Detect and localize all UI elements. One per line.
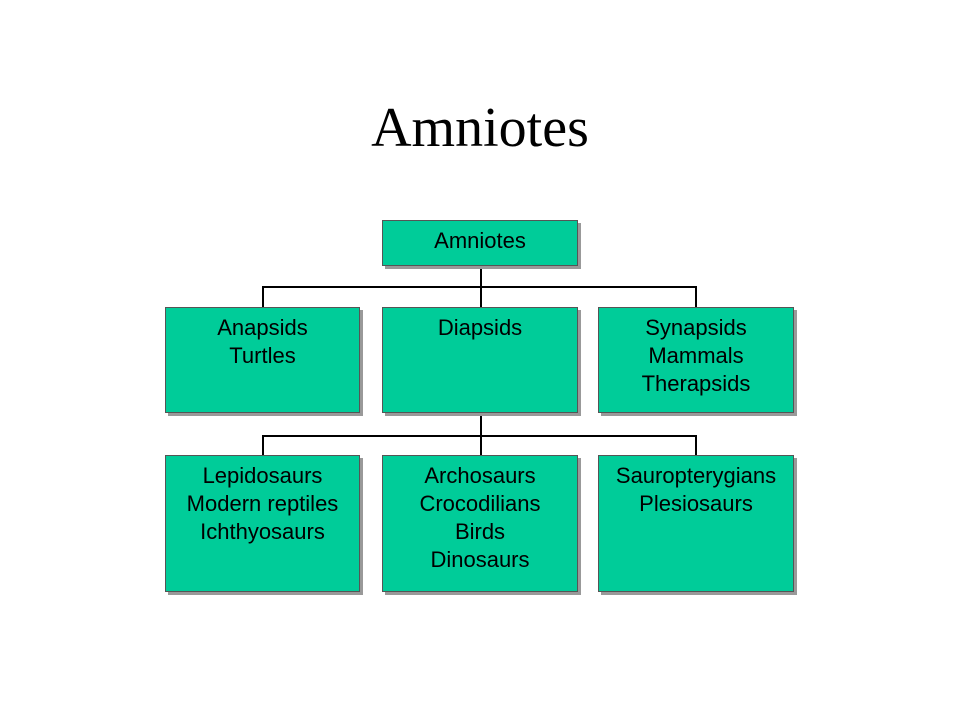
node-lepidosaurs-label-0: Lepidosaurs	[202, 463, 323, 488]
node-sauropterygians-label-0: Sauropterygians	[615, 463, 777, 488]
node-amniotes: Amniotes	[382, 220, 578, 266]
connector-diapsids-drop	[480, 286, 482, 307]
node-archosaurs-label-1: Crocodilians	[419, 491, 541, 516]
node-archosaurs-label-3: Dinosaurs	[430, 547, 530, 572]
connector-root-trunk	[480, 266, 482, 287]
connector-sauropterygians-drop	[695, 435, 697, 455]
node-lepidosaurs-label-1: Modern reptiles	[186, 491, 339, 516]
node-synapsids-label-1: Mammals	[648, 343, 744, 368]
page-title: Amniotes	[371, 97, 589, 159]
connector-level2-bar	[262, 286, 697, 288]
node-archosaurs-label-0: Archosaurs	[424, 463, 536, 488]
connector-archosaurs-drop	[480, 435, 482, 455]
connector-lepidosaurs-drop	[262, 435, 264, 455]
node-diapsids-label-0: Diapsids	[437, 315, 523, 340]
connector-level3-bar	[262, 435, 697, 437]
node-anapsids-label-1: Turtles	[229, 343, 296, 368]
node-sauropterygians-label-1: Plesiosaurs	[639, 491, 753, 516]
connector-diapsids-trunk	[480, 413, 482, 436]
connector-synapsids-drop	[695, 286, 697, 307]
node-archosaurs-label-2: Birds	[454, 519, 506, 544]
node-synapsids-label-0: Synapsids	[645, 315, 747, 340]
node-diapsids: Diapsids	[382, 307, 578, 413]
node-amniotes-label-0: Amniotes	[434, 228, 526, 253]
node-anapsids-label-0: Anapsids	[217, 315, 308, 340]
connector-anapsids-drop	[262, 286, 264, 307]
node-synapsids-label-2: Therapsids	[641, 371, 751, 396]
node-lepidosaurs-label-2: Ichthyosaurs	[200, 519, 325, 544]
